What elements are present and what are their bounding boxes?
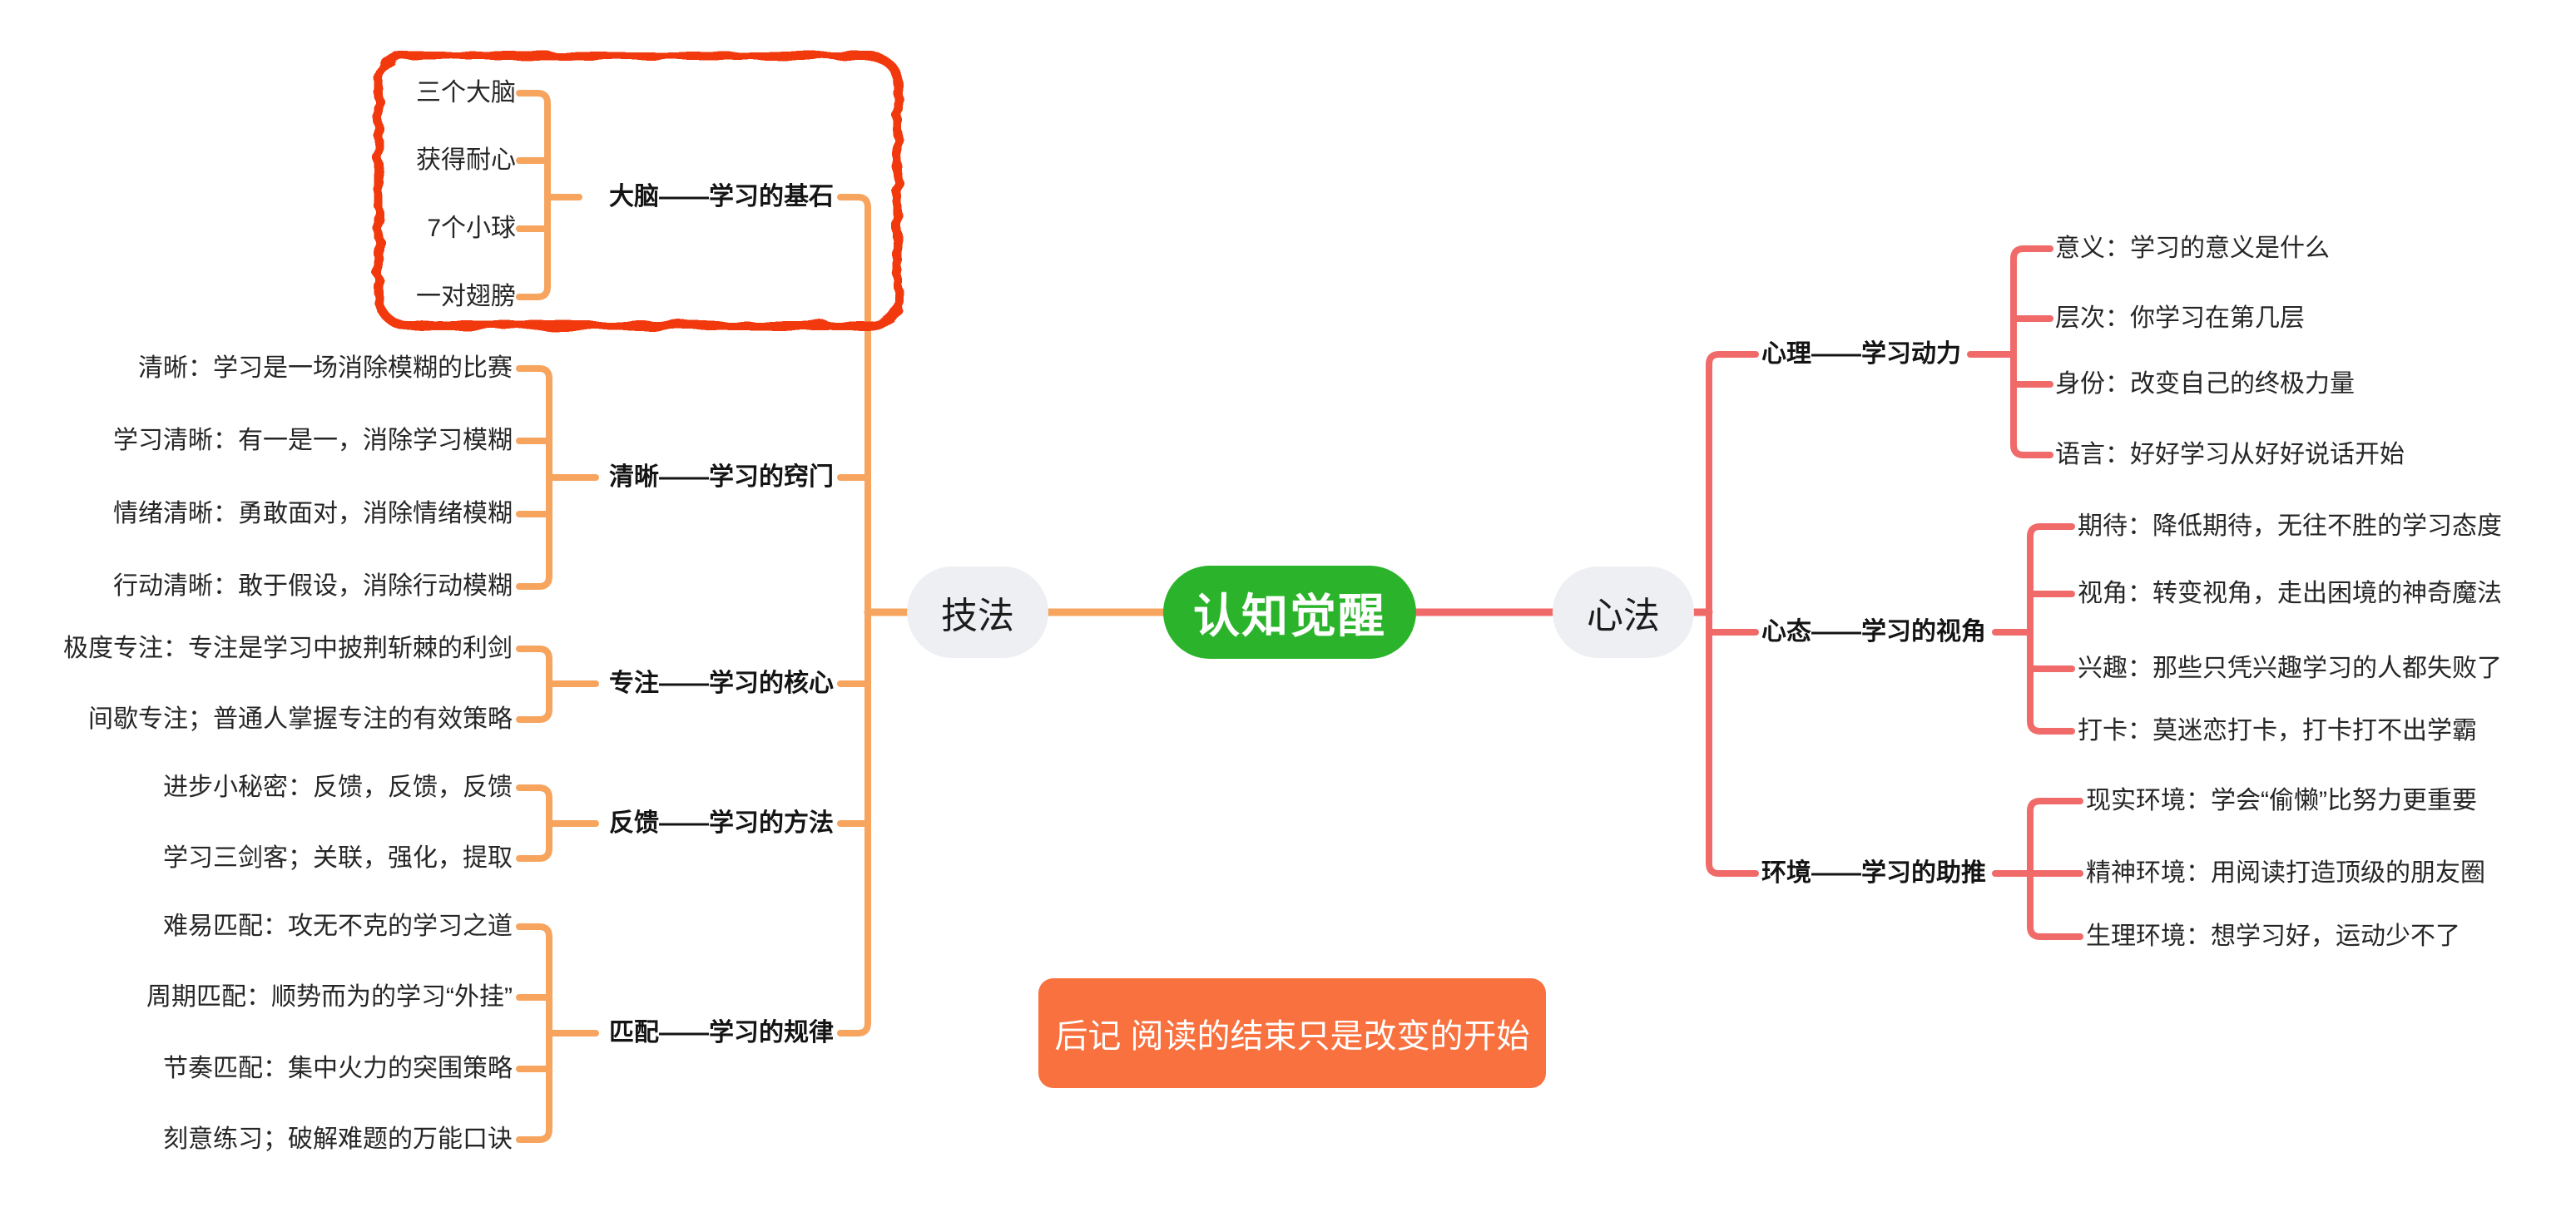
leaf-node[interactable]: 层次：你学习在第几层 bbox=[2055, 304, 2305, 332]
leaf-node[interactable]: 清晰：学习是一场消除模糊的比赛 bbox=[138, 354, 513, 382]
leaf-node[interactable]: 情绪清晰：勇敢面对，消除情绪模糊 bbox=[113, 500, 513, 527]
leaf-node[interactable]: 生理环境：想学习好，运动少不了 bbox=[2086, 923, 2460, 950]
branch-focus[interactable]: 专注——学习的核心 bbox=[609, 670, 834, 697]
leaf-node[interactable]: 极度专注：专注是学习中披荆斩棘的利剑 bbox=[63, 635, 513, 662]
leaf-node[interactable]: 刻意练习；破解难题的万能口诀 bbox=[163, 1126, 513, 1153]
postscript-node[interactable]: 后记 阅读的结束只是改变的开始 bbox=[1038, 978, 1546, 1088]
branch-psychology[interactable]: 心理——学习动力 bbox=[1761, 340, 1961, 368]
branch-mindset-view[interactable]: 心态——学习的视角 bbox=[1761, 618, 1986, 646]
branch-environment[interactable]: 环境——学习的助推 bbox=[1761, 859, 1986, 887]
leaf-node[interactable]: 学习清晰：有一是一，消除学习模糊 bbox=[113, 427, 513, 454]
leaf-node[interactable]: 一对翅膀 bbox=[416, 283, 516, 310]
branch-brain[interactable]: 大脑——学习的基石 bbox=[609, 183, 834, 210]
leaf-node[interactable]: 期待：降低期待，无往不胜的学习态度 bbox=[2078, 512, 2502, 540]
leaf-node[interactable]: 身份：改变自己的终极力量 bbox=[2055, 370, 2355, 398]
leaf-node[interactable]: 7个小球 bbox=[427, 215, 516, 242]
leaf-node[interactable]: 兴趣：那些只凭兴趣学习的人都失败了 bbox=[2078, 655, 2502, 682]
technique-side-node[interactable]: 技法 bbox=[907, 566, 1048, 658]
root-node[interactable]: 认知觉醒 bbox=[1163, 566, 1416, 659]
leaf-node[interactable]: 获得耐心 bbox=[416, 146, 516, 174]
highlight-boundary[interactable] bbox=[374, 51, 903, 330]
leaf-node[interactable]: 精神环境：用阅读打造顶级的朋友圈 bbox=[2086, 859, 2485, 887]
branch-feedback[interactable]: 反馈——学习的方法 bbox=[609, 809, 834, 837]
left-connectors bbox=[516, 90, 1167, 1143]
leaf-node[interactable]: 间歇专注；普通人掌握专注的有效策略 bbox=[88, 705, 513, 733]
leaf-node[interactable]: 节奏匹配：集中火力的突围策略 bbox=[163, 1055, 513, 1082]
leaf-node[interactable]: 打卡：莫迷恋打卡，打卡打不出学霸 bbox=[2078, 717, 2477, 745]
leaf-node[interactable]: 意义：学习的意义是什么 bbox=[2055, 235, 2330, 262]
leaf-node[interactable]: 进步小秘密：反馈，反馈，反馈 bbox=[163, 774, 513, 801]
leaf-node[interactable]: 三个大脑 bbox=[416, 79, 516, 106]
leaf-node[interactable]: 行动清晰：敢于假设，消除行动模糊 bbox=[113, 572, 513, 600]
leaf-node[interactable]: 学习三剑客；关联，强化，提取 bbox=[163, 844, 513, 872]
leaf-node[interactable]: 现实环境：学会“偷懒”比努力更重要 bbox=[2086, 787, 2477, 814]
leaf-node[interactable]: 周期匹配：顺势而为的学习“外挂” bbox=[146, 983, 513, 1011]
leaf-node[interactable]: 视角：转变视角，走出困境的神奇魔法 bbox=[2078, 580, 2502, 607]
leaf-node[interactable]: 难易匹配：攻无不克的学习之道 bbox=[163, 913, 513, 940]
right-connectors bbox=[1412, 245, 2083, 940]
leaf-node[interactable]: 语言：好好学习从好好说话开始 bbox=[2055, 441, 2405, 468]
mind-method-side-node[interactable]: 心法 bbox=[1553, 566, 1694, 658]
branch-clarity[interactable]: 清晰——学习的窍门 bbox=[609, 463, 834, 491]
branch-match[interactable]: 匹配——学习的规律 bbox=[609, 1019, 834, 1046]
